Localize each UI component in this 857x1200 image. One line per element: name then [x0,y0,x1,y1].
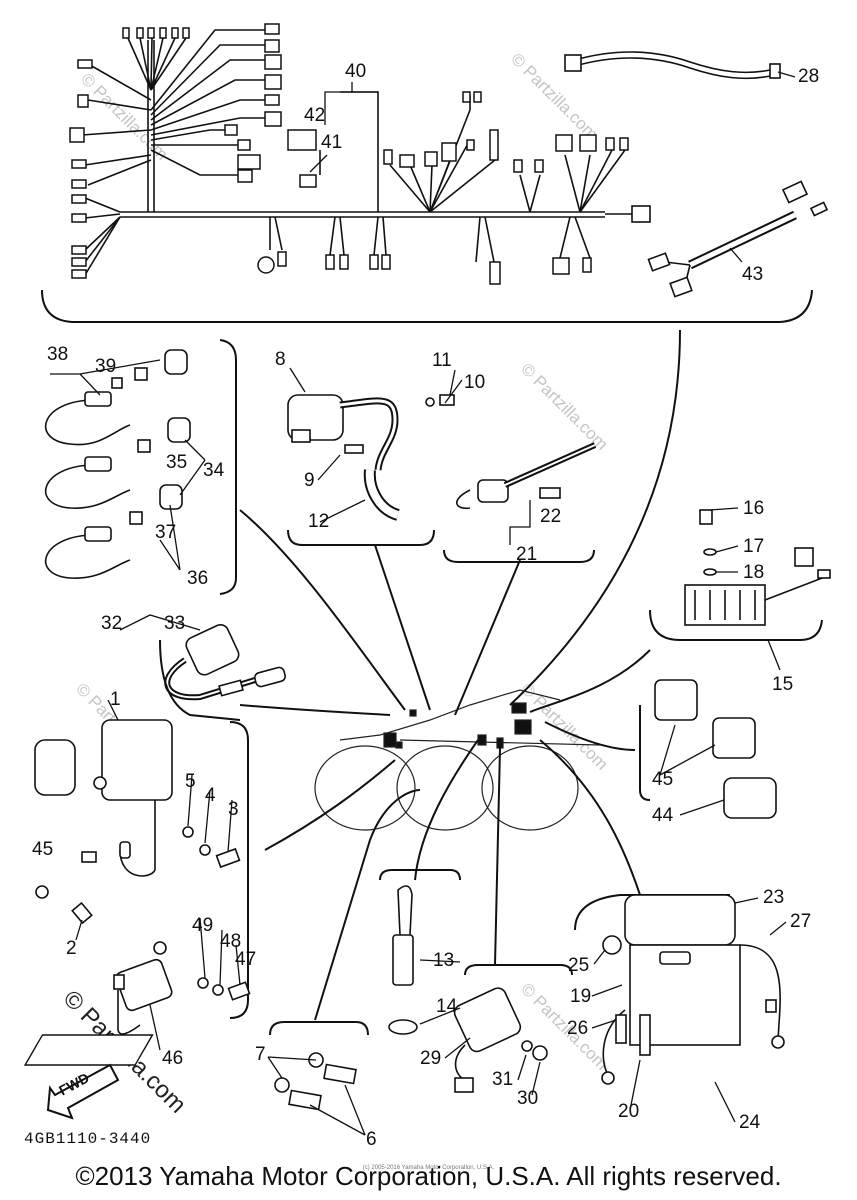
callout-17: 17 [743,536,764,557]
callout-23: 23 [763,887,784,908]
callout-12: 12 [308,511,329,532]
rectifier-regulator-group [649,509,831,641]
small-copyright: (c) 2005-2016 Yamaha Motor Corporation, … [362,1165,495,1171]
callout-31: 31 [492,1069,513,1090]
callout-28: 28 [798,66,819,87]
callout-40: 40 [345,61,366,82]
fwd-arrow-icon [46,1063,120,1120]
callout-48: 48 [220,931,241,952]
callout-10: 10 [464,372,485,393]
callout-41: 41 [321,132,342,153]
callout-5: 5 [185,771,196,792]
callout-7: 7 [255,1044,266,1065]
callout-6: 6 [366,1129,377,1150]
cdi-unit-group [34,719,249,1019]
callout-37: 37 [155,522,176,543]
callout-45: 45 [32,839,53,860]
callout-35: 35 [166,452,187,473]
callout-3: 3 [228,799,239,820]
callout-8: 8 [275,349,286,370]
callout-4: 4 [205,785,216,806]
callout-29: 29 [420,1048,441,1069]
callout-22: 22 [540,506,561,527]
auxiliary-unit-group [113,941,251,1035]
callout-15: 15 [772,674,793,695]
callout-26: 26 [567,1018,588,1039]
callout-18: 18 [743,562,764,583]
callout-leaders [50,71,796,1136]
switch-assembly-32 [159,623,286,721]
harness-connectors [69,23,629,285]
callout-44: 44 [652,805,674,826]
callout-11: 11 [432,350,452,371]
coupler-cover-group [638,679,777,819]
vehicle-frame-outline [314,689,601,831]
diagram-part-number: 4GB1110-3440 [24,1130,152,1148]
forward-direction-arrow [46,1063,120,1120]
callout-2: 2 [66,938,77,959]
callout-13: 13 [433,950,454,971]
watermark-text: © Partzilla.com [517,359,611,453]
callout-46: 46 [162,1048,183,1069]
callout-25: 25 [568,955,589,976]
switch-group-left [44,339,237,595]
callout-32: 32 [101,613,122,634]
callout-16: 16 [743,498,764,519]
sensor-13-group [379,869,461,1035]
starter-relay-29 [453,964,573,1093]
callout-45: 45 [652,769,673,790]
harness-bracket [41,289,813,323]
main-wire-harness [81,29,651,276]
callout-34: 34 [203,460,225,481]
relay-group [443,442,597,563]
callout-42: 42 [304,105,325,126]
spark-plug-group [269,1021,369,1111]
wire-lead-28 [564,51,781,80]
callout-numbers: 1 2 3 4 5 6 7 8 9 10 11 12 13 14 15 16 1… [32,61,819,1150]
callout-20: 20 [618,1101,639,1122]
callout-30: 30 [517,1088,538,1109]
sub-harness-43 [647,180,829,298]
callout-38: 38 [47,344,68,365]
callout-27: 27 [790,911,811,932]
leader-lines [239,329,681,1021]
callout-21: 21 [516,544,537,565]
callout-49: 49 [192,915,213,936]
callout-1: 1 [110,689,121,710]
watermark-text: © Partzilla.com [77,69,171,163]
ignition-coil-group [287,394,455,546]
callout-47: 47 [235,949,256,970]
callout-19: 19 [570,986,591,1007]
battery-group [23,894,785,1085]
copyright-notice: ©2013 Yamaha Motor Corporation, U.S.A. A… [75,1161,782,1191]
callout-33: 33 [164,613,185,634]
callout-24: 24 [739,1112,761,1133]
callout-36: 36 [187,568,208,589]
callout-39: 39 [95,356,116,377]
callout-9: 9 [304,470,315,491]
callout-43: 43 [742,264,763,285]
